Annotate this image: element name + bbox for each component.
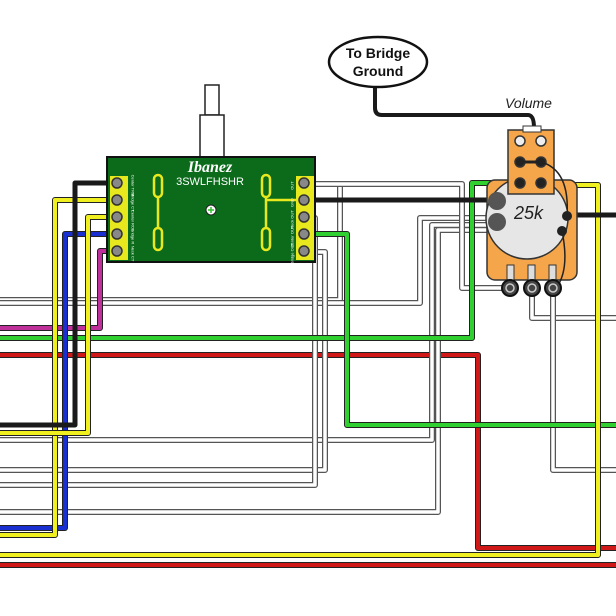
switch-model: 3SWLFHSHR [176, 176, 244, 188]
volume-pot[interactable] [485, 125, 578, 297]
ibanez-logo: Ibanez [187, 159, 233, 176]
black-wire-ground [0, 180, 118, 428]
switch-board [106, 156, 316, 263]
callout-line-2: Ground [352, 63, 404, 79]
pin-label: Bridge OUT [289, 242, 295, 265]
callout-line-1: To Bridge [345, 45, 411, 61]
switch-label: Ibanez 3SWLFHSHR [160, 159, 260, 189]
red-wires [0, 352, 616, 568]
pot-value: 25k [514, 203, 544, 223]
bridge-ground-callout [327, 35, 429, 89]
pin-label: Neck CT [130, 245, 136, 262]
switch-pins [110, 176, 314, 260]
volume-label: Volume [505, 95, 552, 111]
bridge-ground-wire [373, 83, 536, 130]
bridge-ground-label: To Bridge Ground [330, 44, 426, 80]
switch-lever[interactable] [199, 84, 225, 158]
